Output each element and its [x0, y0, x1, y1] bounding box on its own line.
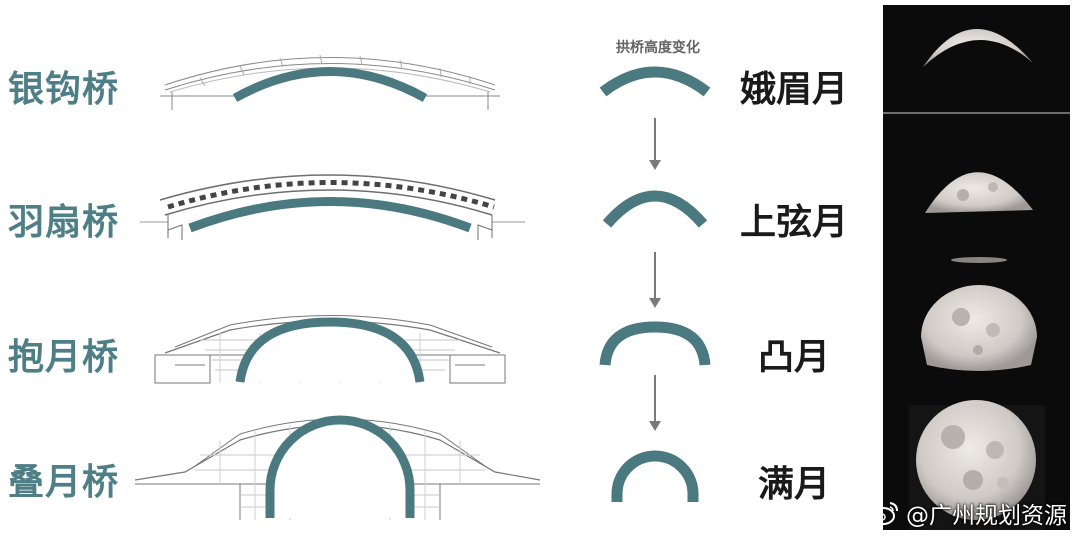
down-arrow-icon — [649, 252, 661, 308]
moon-phase-photos — [883, 5, 1070, 530]
down-arrow-icon — [649, 375, 661, 431]
bridge-drawing-yushan — [140, 174, 525, 240]
bridge-name-yingou: 银钩桥 — [8, 69, 120, 110]
down-arrow-icon — [649, 118, 661, 170]
watermark: @广州规划资源 — [870, 496, 1067, 530]
bridge-drawing-baoyue — [154, 315, 506, 384]
moon-icon-full — [916, 400, 1036, 520]
watermark-text: @广州规划资源 — [906, 503, 1067, 529]
weibo-icon — [871, 502, 898, 525]
moon-icon-gibbous — [921, 285, 1037, 371]
bridge-name-baoyue: 抱月桥 — [8, 337, 120, 378]
arch-shape-gibbous — [599, 321, 711, 366]
bridge-drawing-yingou — [160, 54, 500, 110]
moon-name-crescent: 娥眉月 — [739, 69, 848, 110]
moon-name-full: 满月 — [757, 464, 830, 505]
moon-icon-first-quarter — [925, 172, 1033, 263]
arch-shape-first-quarter — [602, 190, 708, 228]
bridge-name-dieyue: 叠月桥 — [8, 462, 120, 503]
moon-name-gibbous: 凸月 — [757, 337, 830, 378]
bridge-name-yushan: 羽扇桥 — [8, 202, 120, 243]
bridge-drawing-dieyue — [134, 415, 541, 520]
arch-shape-full — [611, 450, 699, 502]
arch-shape-crescent — [599, 66, 711, 97]
moon-icon-crescent — [923, 28, 1033, 67]
moon-name-first-quarter: 上弦月 — [739, 202, 848, 243]
arch-height-subtitle: 拱桥高度变化 — [616, 40, 700, 56]
